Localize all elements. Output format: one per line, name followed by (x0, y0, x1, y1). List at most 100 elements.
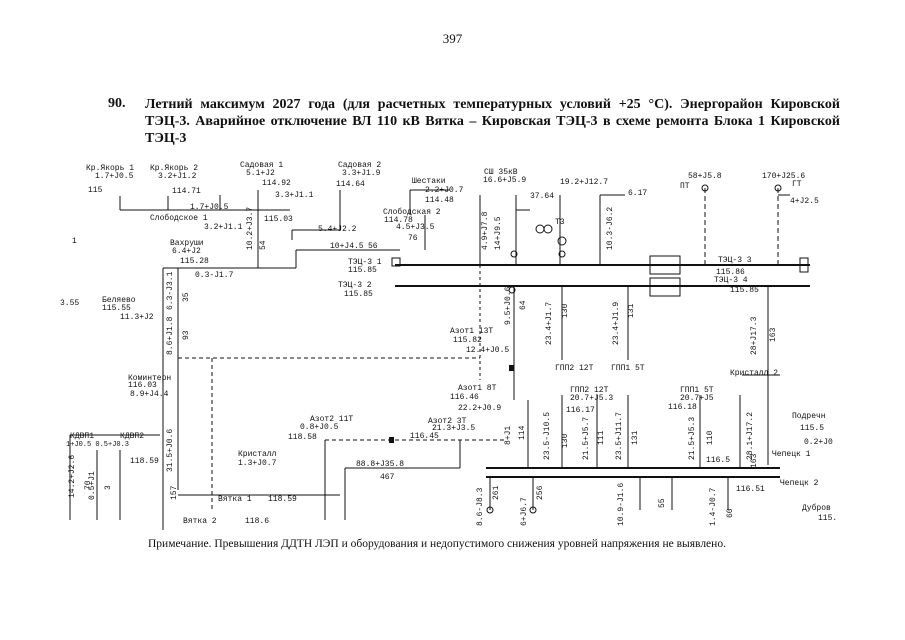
v-130b: 130 (561, 433, 570, 448)
v-28b: 28.1+J17.2 (746, 412, 755, 460)
azot2-3t-label: Азот2 3Т (428, 417, 467, 426)
vyatka1-label: Вятка 1 (218, 495, 252, 504)
kdvp-voltage: 118.59 (130, 457, 159, 466)
v-60: 60 (726, 508, 735, 518)
azot2-3t-flow: 21.3+J3.5 (432, 424, 475, 433)
azot2-11t-label: Азот2 11Т (310, 415, 353, 424)
footnote: Примечание. Превышения ДДТН ЛЭП и оборуд… (148, 538, 726, 550)
tec3-4-voltage: 115.85 (730, 286, 759, 295)
sadovaya1-flow: 5.1+J2 (246, 169, 275, 178)
slob2-voltage: 114.78 (384, 216, 413, 225)
gpp1-5t-voltage: 116.18 (668, 403, 697, 412)
tec3-1-label: ТЭЦ-3 1 (348, 258, 382, 267)
sadovaya2-label: Садовая 2 (338, 161, 381, 170)
v-54: 54 (259, 240, 268, 250)
v-130a: 130 (561, 303, 570, 318)
v-64: 64 (519, 300, 528, 310)
tec3-2-label: ТЭЦ-3 2 (338, 281, 372, 290)
kr-yakor2-label: Кр.Якорь 2 (150, 164, 198, 173)
v-163a: 163 (769, 327, 778, 342)
podreche-voltage: 115.5 (800, 424, 824, 433)
podreche-flow: 0.2+J0 (804, 438, 833, 447)
page-number: 397 (442, 31, 463, 46)
labels: Кр.Якорь 1 1.7+J0.5 115 Кр.Якорь 2 3.2+J… (60, 161, 837, 526)
kr-yakor2-flow: 3.2+J1.2 (158, 172, 197, 181)
v-10-2: 10.2+J3.7 (246, 207, 255, 250)
v-10-3: 10.3-J6.2 (606, 207, 615, 250)
v-76: 76 (408, 234, 418, 243)
sadovaya1-label: Садовая 1 (240, 161, 283, 170)
section-number: 90. (108, 96, 126, 111)
v-28: 28+J17.3 (750, 316, 759, 355)
power-grid-schematic: Кр.Якорь 1 1.7+J0.5 115 Кр.Якорь 2 3.2+J… (60, 161, 837, 530)
left-marker: 1 (72, 237, 77, 246)
vakhrushi-flow: 6.4+J2 (172, 247, 201, 256)
ssh35-label: СШ 35кВ (484, 168, 518, 177)
shestaki-flow: 2.2+J0.7 (425, 186, 464, 195)
belyaevo-label: Беляево (102, 296, 136, 305)
kr-yakor2-voltage: 114.71 (172, 187, 201, 196)
slob1-flow: 3.2+J1.1 (204, 223, 243, 232)
tec3-2-voltage: 115.85 (344, 290, 373, 299)
gpp2-12t-label: ГПП2 12Т (570, 386, 609, 395)
sadovaya2-flow: 3.3+J1.9 (342, 169, 381, 178)
dubrova-label: Дубров (802, 504, 831, 513)
v-0-5: 0.5+J1 (88, 471, 97, 500)
kdvp-flows: 1+J0.5 0.5+J0.3 (66, 441, 129, 449)
vyatka2-label: Вятка 2 (183, 517, 217, 526)
slob2-in-flow: 5.4+J2.2 (318, 225, 357, 234)
gpp2-12t-top-label: ГПП2 12Т (555, 364, 594, 373)
vakhrushi-label: Вахруши (170, 239, 204, 248)
v-1-4: 1.4-J0.7 (709, 487, 718, 526)
shestaki-voltage: 114.48 (425, 196, 454, 205)
v-131a: 131 (627, 303, 636, 318)
flow-3-3: 3.3+J1.1 (275, 191, 314, 200)
gt-flow: 170+J25.6 (762, 172, 805, 181)
kristall2-label: Кристалл 2 (730, 369, 778, 378)
v-21-5b: 21.5+J5.3 (688, 417, 697, 460)
belyaevo-voltage: 115.55 (102, 304, 131, 313)
flow-467: 467 (380, 473, 395, 482)
tec3-3-label: ТЭЦ-3 3 (718, 256, 752, 265)
flow-10: 10+J4.5 (330, 242, 364, 251)
azot1-8t-label: Азот1 8Т (458, 384, 497, 393)
t3-flow: 19.2+J12.7 (560, 178, 608, 187)
kommunter-voltage: 116.03 (128, 381, 157, 390)
vertical-labels: 4.9+J7.8 14+J9.5 10.3-J6.2 54 10.2+J3.7 … (68, 207, 778, 526)
left-voltage: 3.55 (60, 299, 79, 308)
vyatka2-voltage: 118.6 (245, 517, 269, 526)
grid-lines (69, 188, 810, 530)
gpp1-5t-flow: 20.7+J5 (680, 394, 714, 403)
breaker-markers (389, 184, 782, 514)
v-93: 93 (182, 330, 191, 340)
slob2-flow: 4.5+J3.5 (396, 223, 435, 232)
azot2-11t-flow: 0.8+J0.5 (300, 423, 339, 432)
azot1-13t-flow: 12.4+J0.5 (466, 346, 509, 355)
v-21-5: 21.5+J5.7 (582, 417, 591, 460)
v-70: 70 (84, 480, 93, 490)
v-6-1: 6+J6.7 (520, 497, 529, 526)
tec3-4-label: ТЭЦ-3 4 (714, 276, 748, 285)
v-261: 261 (492, 485, 501, 500)
dubrova-voltage: 115. (818, 514, 837, 523)
v-23-5b: 23.5+J11.7 (615, 412, 624, 460)
slob1-label: Слободское 1 (150, 214, 208, 223)
kommunter-label: Коминтерн (128, 374, 171, 383)
gt-out-flow: 4+J2.5 (790, 197, 819, 206)
t3-voltage: 6.17 (628, 189, 647, 198)
v-35: 35 (182, 292, 191, 302)
chepets2-label: Чепецк 2 (780, 479, 819, 488)
v-6-3: 6.3-J3.1 (166, 271, 175, 310)
v-4-9: 4.9+J7.8 (481, 211, 490, 250)
azot1-13t-label: Азот1 13Т (450, 327, 493, 336)
kr-yakor1-flow: 1.7+J0.5 (95, 172, 134, 181)
shestaki-label: Шестаки (412, 177, 446, 186)
azot1-13t-voltage: 115.82 (453, 336, 482, 345)
gpp1-5t-label: ГПП1 5Т (680, 386, 714, 395)
kristall-label: Кристалл (238, 450, 277, 459)
v-8-1: 8+J1 (504, 426, 513, 445)
kdvp2-label: КДВП2 (120, 432, 144, 441)
v-163b: 163 (750, 453, 759, 468)
v-114: 114 (518, 425, 527, 440)
v-23-4: 23.4+J1.7 (545, 302, 554, 345)
